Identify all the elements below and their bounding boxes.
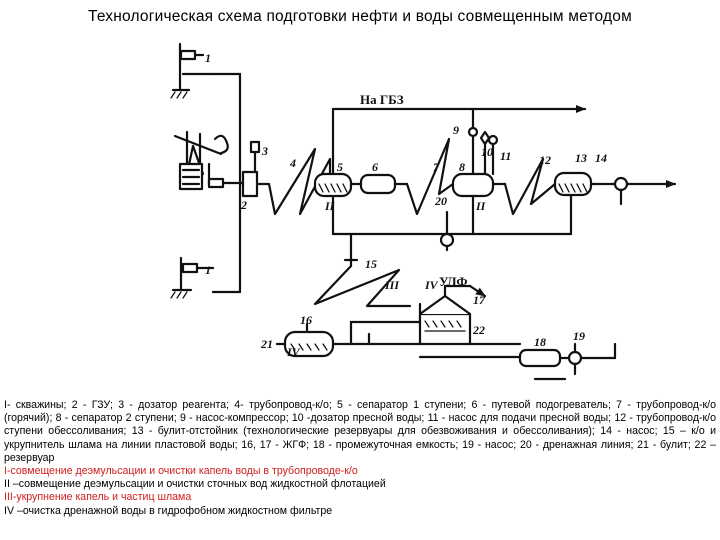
pump-compressor-9 [467,126,479,138]
label-17: 17 [473,293,486,307]
freshwater-pump-11 [487,134,499,146]
reservoir-22 [418,312,472,346]
legend: I- скважины; 2 - ГЗУ; 3 - дозатор реаген… [4,399,716,518]
stage-label-ii-b: II [475,199,487,213]
hot-pipeline-7 [405,137,455,216]
stage-label-iv-b: IV [286,345,301,359]
label-7: 7 [433,160,440,174]
label-8: 8 [459,160,465,174]
label-18: 18 [534,335,546,349]
pump-14 [613,176,629,192]
legend-stage-2: II –совмещение деэмульсации и очистки ст… [4,478,386,491]
label-9: 9 [453,123,459,137]
label-6: 6 [372,160,378,174]
legend-stage-3: III-укрупнение капель и частиц шлама [4,491,192,504]
label-2: 2 [240,198,247,212]
label-21: 21 [260,337,273,351]
label-3: 3 [261,144,268,158]
separator-8 [451,172,495,198]
label-5: 5 [337,160,343,174]
label-4: 4 [289,156,296,170]
heater-6 [359,173,397,195]
legend-stage-1: I-совмещение деэмульсации и очистки капе… [4,465,358,478]
freshwater-dosing-10 [479,130,491,146]
bulit-settler-13 [553,171,593,197]
label-16: 16 [300,313,312,327]
separator-5 [313,172,353,198]
label-14: 14 [595,151,607,165]
label-22: 22 [472,323,485,337]
stage-label-iii: III [384,278,400,292]
label-11: 11 [500,149,511,163]
pipeline-deemulsion-4 [255,147,332,216]
label-20: 20 [434,194,447,208]
label-13: 13 [575,151,587,165]
label-10: 10 [481,145,493,159]
intermediate-tank-18 [518,348,562,368]
process-flow-diagram: На ГБЗ УЛФ 1 1 2 3 4 5 6 7 8 9 10 11 12 … [170,42,677,381]
well-top [170,42,217,99]
well-bottom [170,256,215,299]
drain-pump-20 [439,232,455,248]
sludge-enlarger-15 [313,264,412,308]
stage-label-ii-a: II [324,199,336,213]
legend-equipment-list: I- скважины; 2 - ГЗУ; 3 - дозатор реаген… [4,399,716,464]
legend-stage-4: IV –очистка дренажной воды в гидрофобном… [4,504,333,517]
gbz-label: На ГБЗ [360,92,404,107]
ulf-label: УЛФ [439,274,468,289]
diagram-title: Технологическая схема подготовки нефти и… [88,8,632,25]
reagent-dosing-3 [249,140,261,154]
pumpjack-well [173,130,245,191]
label-1b: 1 [205,263,211,277]
desalting-pipeline-12 [503,157,557,216]
pump-19 [567,350,583,366]
gzu-2 [241,170,259,198]
label-1a: 1 [205,51,211,65]
label-19: 19 [573,329,585,343]
stage-label-iv-a: IV [424,278,439,292]
label-12: 12 [539,153,551,167]
label-15: 15 [365,257,377,271]
